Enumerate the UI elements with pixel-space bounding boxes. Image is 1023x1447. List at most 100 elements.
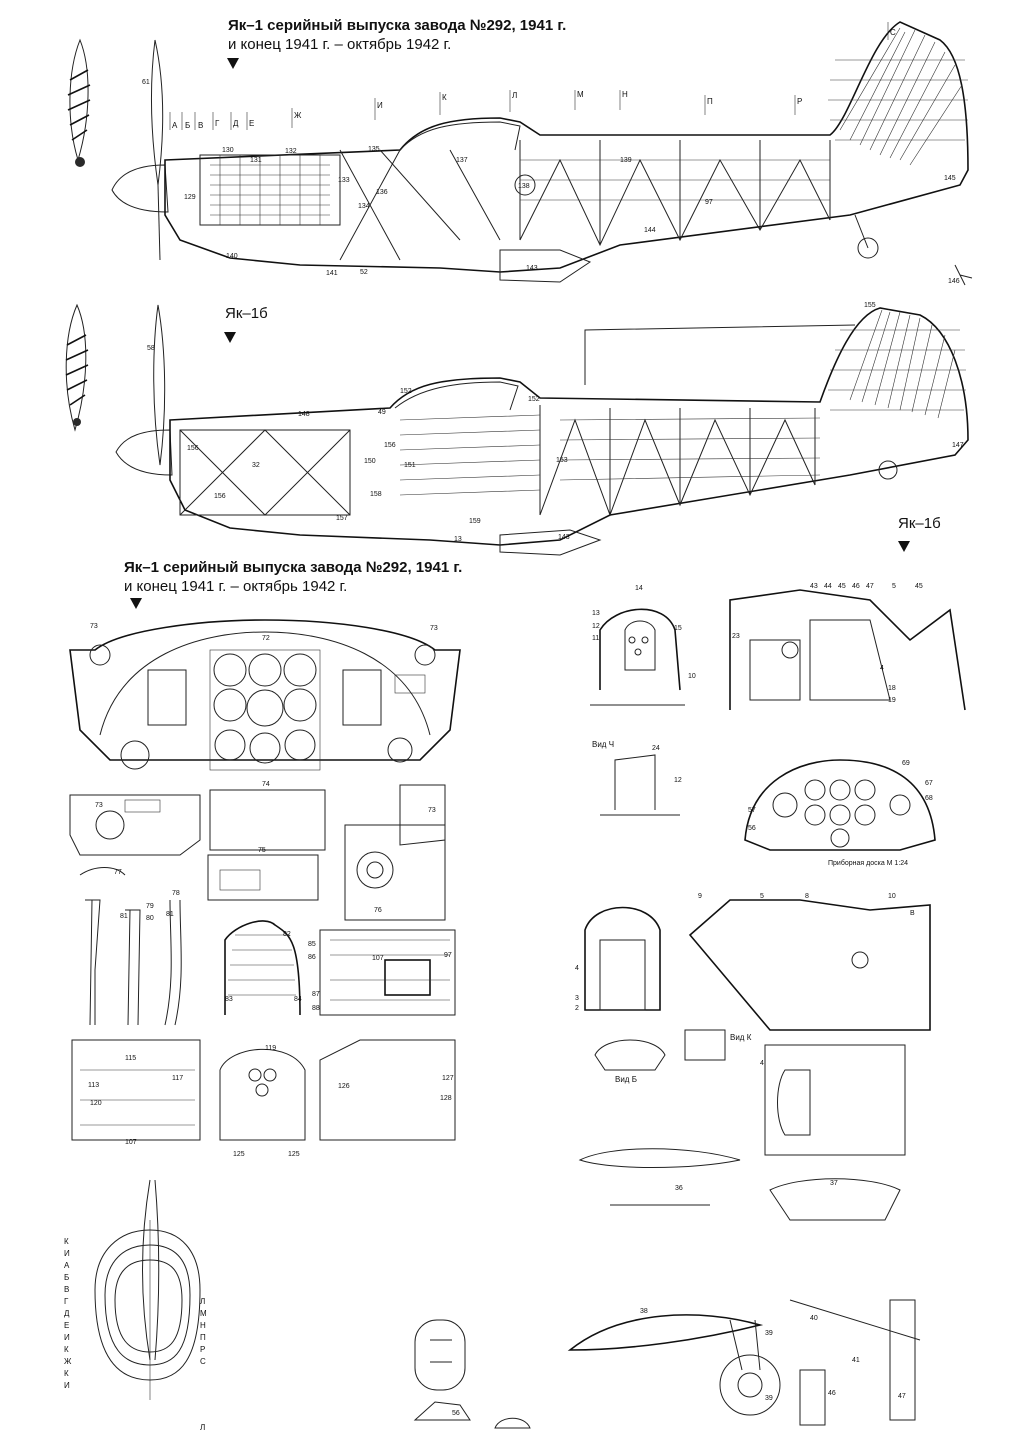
cockpit-right-marker <box>898 541 910 552</box>
station-label: И <box>377 101 383 110</box>
svg-text:113: 113 <box>88 1082 99 1089</box>
svg-text:39: 39 <box>765 1330 773 1337</box>
svg-text:83: 83 <box>225 996 233 1003</box>
panel-gauges <box>209 649 321 771</box>
svg-text:125: 125 <box>288 1151 300 1158</box>
svg-text:12: 12 <box>674 777 682 784</box>
cockpit-side-lower: 9 5 8 10 В Вид К <box>684 893 931 1061</box>
svg-text:39: 39 <box>765 1395 773 1402</box>
station-label: Г <box>215 119 220 128</box>
svg-text:136: 136 <box>376 189 388 196</box>
svg-text:80: 80 <box>146 915 154 922</box>
right-cockpit-drawings: 14 13 12 11 15 10 43 44 45 46 47 5 45 23… <box>567 583 966 1426</box>
svg-text:73: 73 <box>90 623 98 630</box>
svg-text:5: 5 <box>892 583 896 590</box>
svg-text:158: 158 <box>370 491 382 498</box>
svg-text:129: 129 <box>184 194 196 201</box>
svg-text:107: 107 <box>372 955 384 962</box>
svg-text:19: 19 <box>888 697 896 704</box>
svg-text:15: 15 <box>674 625 682 632</box>
section-letter-left: К <box>64 1369 69 1378</box>
station-label: Ж <box>294 111 302 120</box>
svg-text:Вид Ч: Вид Ч <box>592 740 614 749</box>
cockpit-right-caption: Як–1б <box>898 515 941 532</box>
svg-text:75: 75 <box>258 847 266 854</box>
station-label: Е <box>249 119 254 128</box>
svg-text:5: 5 <box>760 893 764 900</box>
svg-text:156: 156 <box>214 493 226 500</box>
left-cockpit-drawings: 73 72 73 73 77 74 75 73 76 78 81 79 80 8… <box>64 619 531 1432</box>
cockpit-left-caption-line2: и конец 1941 г. – октябрь 1942 г. <box>124 578 348 595</box>
svg-text:156: 156 <box>187 445 199 452</box>
middle-caption: Як–1б <box>225 305 268 322</box>
instrument-panel-right: Приборная доска М 1:24 69 67 68 56 57 <box>744 759 936 867</box>
section-letter-left: И <box>64 1381 70 1390</box>
pilot-seat: 82 83 84 <box>224 920 302 1016</box>
svg-text:18: 18 <box>888 685 896 692</box>
svg-text:49: 49 <box>378 409 386 416</box>
top-caption-marker <box>227 58 239 69</box>
svg-text:Вид К: Вид К <box>730 1033 752 1042</box>
svg-text:86: 86 <box>308 954 316 961</box>
svg-text:81: 81 <box>120 913 128 920</box>
svg-text:76: 76 <box>374 907 382 914</box>
svg-text:8: 8 <box>805 893 809 900</box>
fuselage-cross-sections <box>94 1179 201 1400</box>
svg-text:130: 130 <box>222 147 234 154</box>
svg-text:153: 153 <box>556 457 568 464</box>
middle-side-view-drawing: 58 155 152 148 49 152 156 32 150 151 156… <box>65 302 969 556</box>
mid-propeller-blade <box>65 303 89 432</box>
svg-text:84: 84 <box>294 996 302 1003</box>
svg-text:157: 157 <box>336 515 348 522</box>
svg-text:139: 139 <box>620 157 632 164</box>
top-callout-numbers: 61 130 131 132 135 137 139 133 136 138 1… <box>142 79 960 285</box>
svg-text:44: 44 <box>824 583 832 590</box>
svg-text:78: 78 <box>172 890 180 897</box>
svg-text:156: 156 <box>384 442 396 449</box>
svg-text:14: 14 <box>635 585 643 592</box>
right-control-box: 73 76 <box>344 784 446 921</box>
section-letter-left: И <box>64 1333 70 1342</box>
svg-text:56: 56 <box>452 1410 460 1417</box>
svg-text:120: 120 <box>90 1100 102 1107</box>
svg-text:150: 150 <box>364 458 376 465</box>
svg-text:47: 47 <box>898 1393 906 1400</box>
svg-text:56: 56 <box>748 825 756 832</box>
svg-text:140: 140 <box>226 253 238 260</box>
section-letter-left: Д <box>64 1309 70 1318</box>
svg-text:151: 151 <box>404 462 416 469</box>
middle-caption-marker <box>224 332 236 343</box>
svg-text:81: 81 <box>166 911 174 918</box>
svg-text:97: 97 <box>444 952 452 959</box>
svg-text:85: 85 <box>308 941 316 948</box>
station-label: А <box>172 121 178 130</box>
svg-text:41: 41 <box>852 1357 860 1364</box>
svg-text:36: 36 <box>675 1185 683 1192</box>
top-caption: Як–1 серийный выпуска завода №292, 1941 … <box>228 16 566 54</box>
svg-text:45: 45 <box>838 583 846 590</box>
svg-text:61: 61 <box>142 79 150 86</box>
cockpit-left-caption: Як–1 серийный выпуска завода №292, 1941 … <box>124 558 462 596</box>
svg-text:40: 40 <box>810 1315 818 1322</box>
cockpit-left-marker <box>130 598 142 609</box>
section-letter-left: Г <box>64 1297 69 1306</box>
svg-text:69: 69 <box>902 760 910 767</box>
section-letter-left: К <box>64 1345 69 1354</box>
section-letter-left: Ж <box>64 1357 72 1366</box>
station-label: Д <box>233 119 239 128</box>
fuel-system-detail: 85 86 87 88 107 97 <box>308 929 456 1016</box>
svg-text:131: 131 <box>250 157 262 164</box>
svg-text:148: 148 <box>298 411 310 418</box>
svg-text:141: 141 <box>326 270 338 277</box>
section-letter-right: М <box>200 1309 207 1318</box>
station-label: Р <box>797 97 802 106</box>
svg-text:143: 143 <box>526 265 538 272</box>
section-letter-left: И <box>64 1249 70 1258</box>
section-letter-left: А <box>64 1261 70 1270</box>
svg-text:82: 82 <box>283 931 291 938</box>
svg-text:155: 155 <box>864 302 876 309</box>
svg-text:127: 127 <box>442 1075 454 1082</box>
svg-text:47: 47 <box>866 583 874 590</box>
svg-text:3: 3 <box>575 995 579 1002</box>
